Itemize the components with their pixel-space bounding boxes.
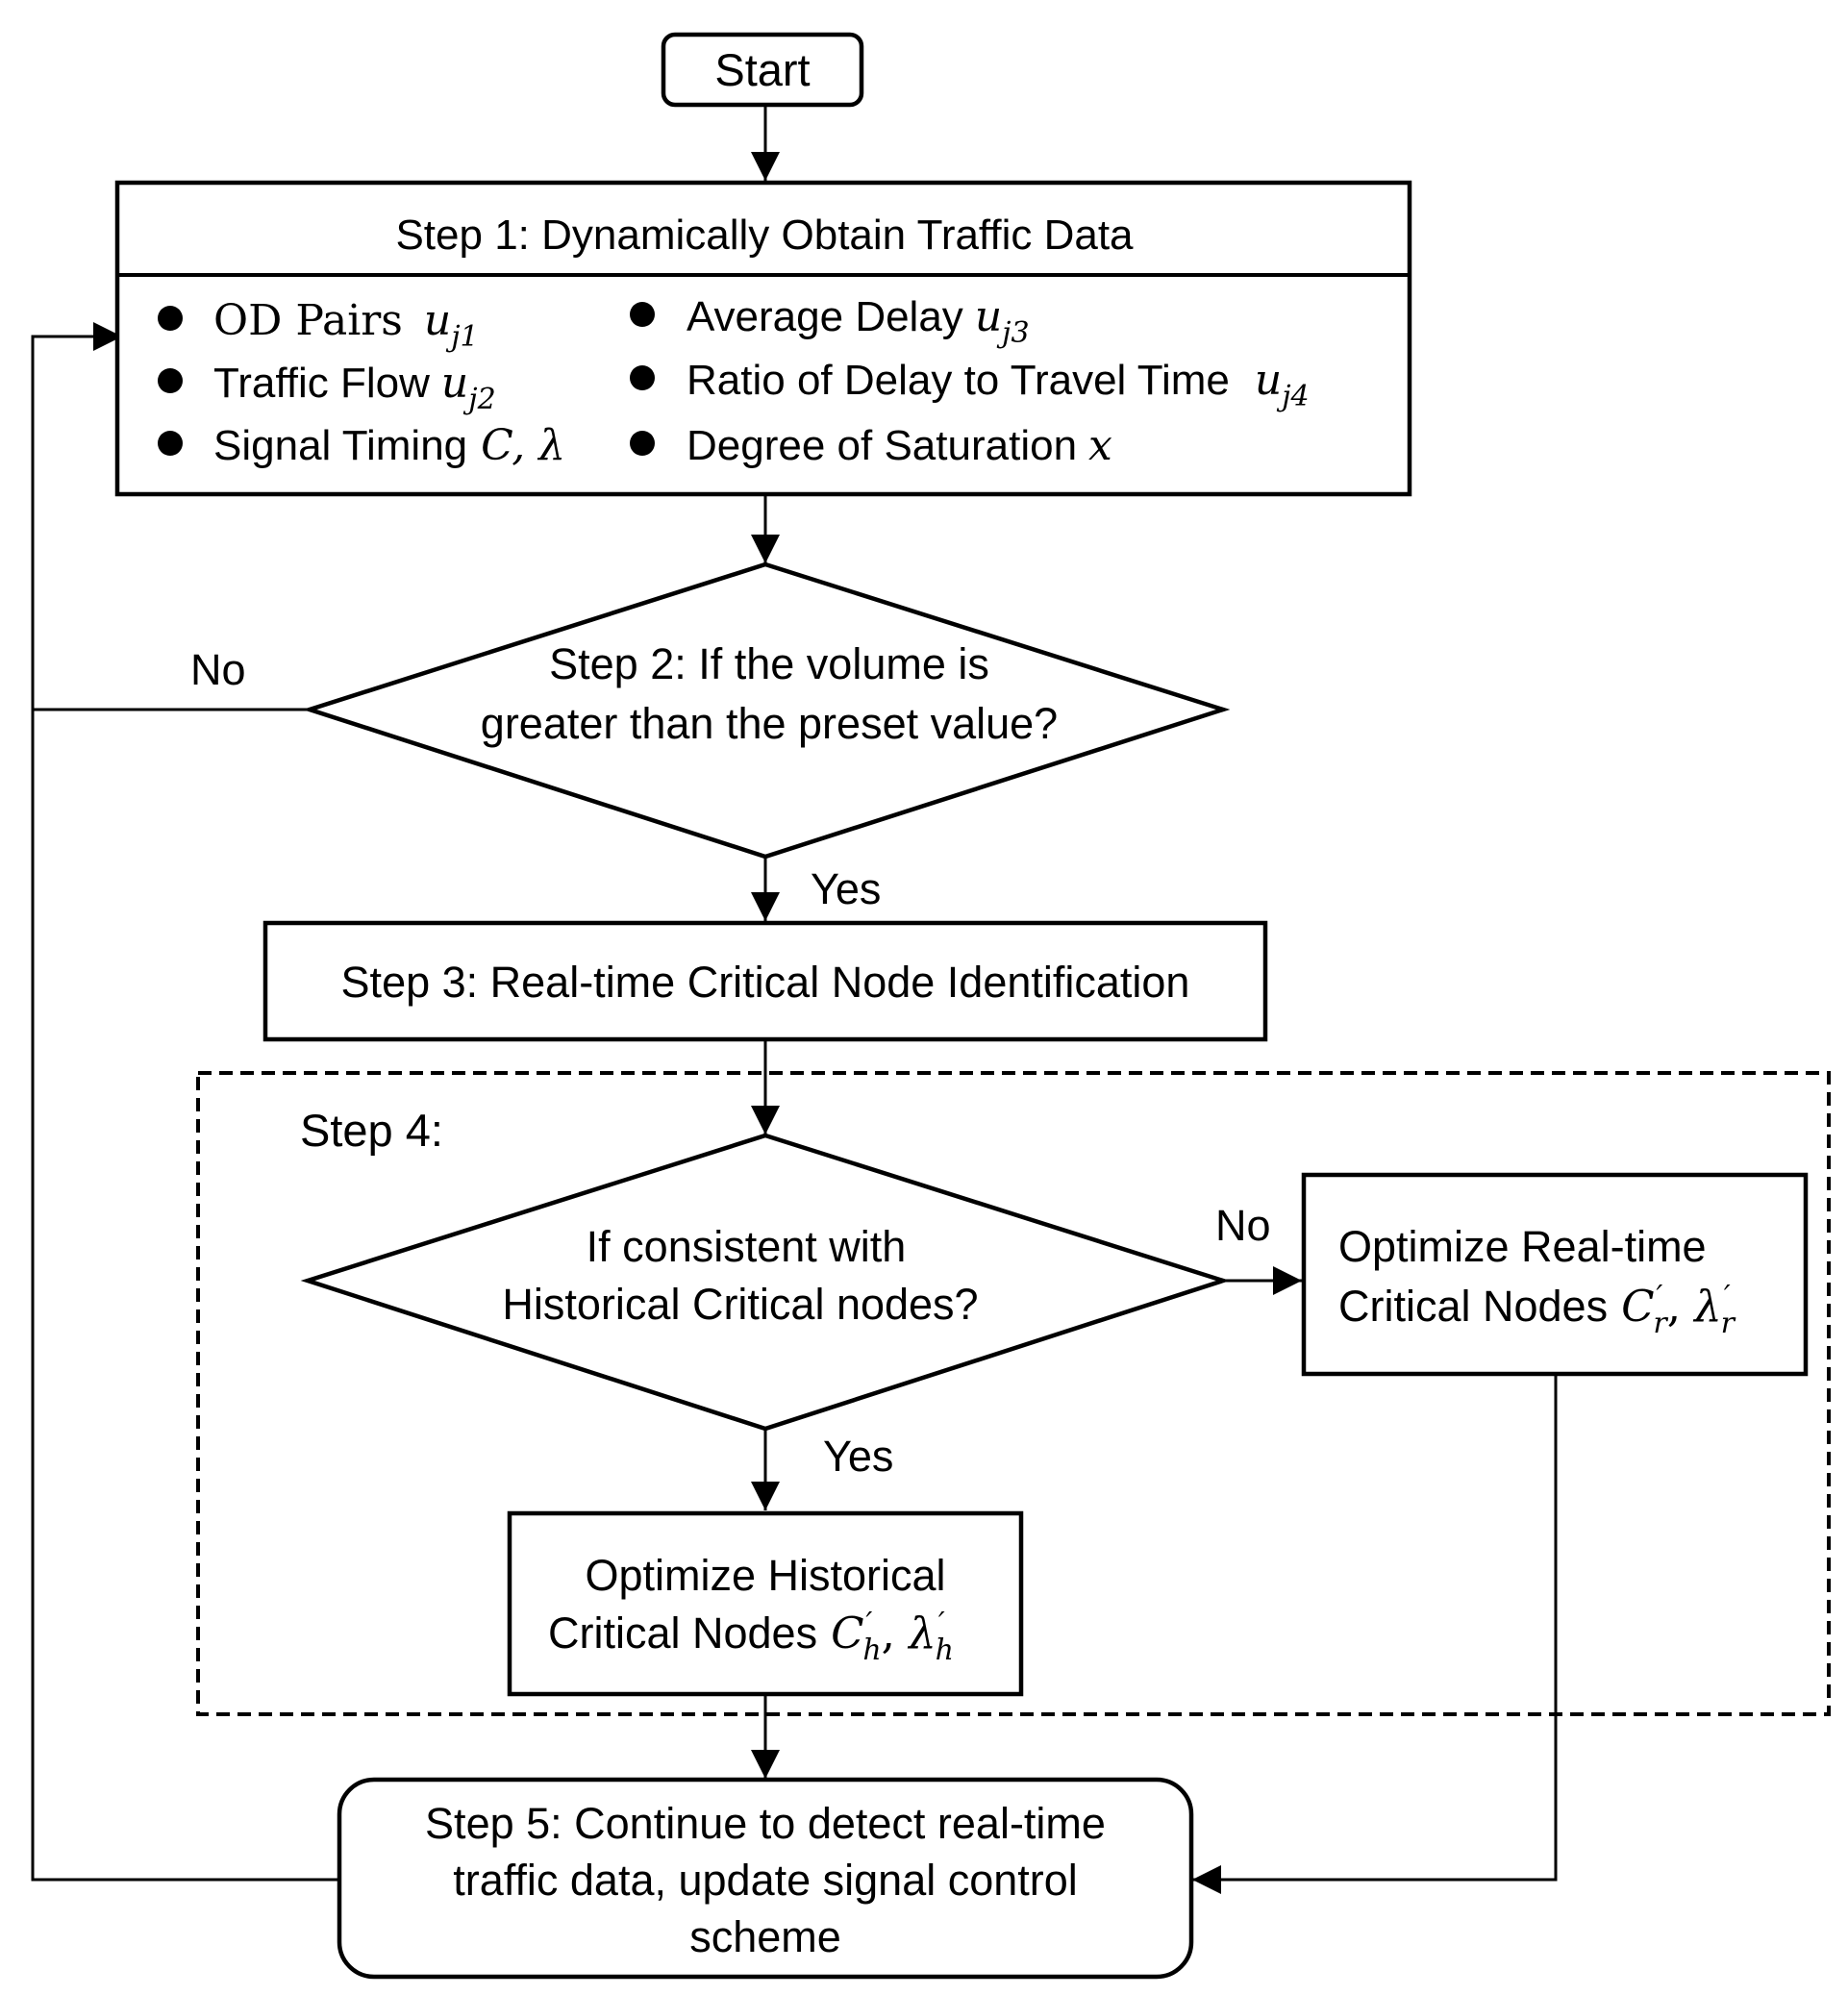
step5-box[interactable] bbox=[337, 1777, 1194, 1980]
start-node[interactable] bbox=[661, 32, 864, 108]
step4-yes-label: Yes bbox=[823, 1432, 893, 1481]
step2-text-line2: greater than the preset value? bbox=[481, 699, 1058, 748]
arrow-step2-no-loop bbox=[31, 322, 310, 711]
connectors bbox=[31, 106, 1558, 1894]
step3-box[interactable] bbox=[262, 920, 1268, 1042]
step4-no-label: No bbox=[1215, 1201, 1271, 1250]
optimize-realtime-line1: Optimize Real-time bbox=[1338, 1222, 1707, 1271]
step5-line3: scheme bbox=[689, 1912, 841, 1961]
start-label: Start bbox=[714, 44, 810, 95]
step4-decision-line2: Historical Critical nodes? bbox=[502, 1280, 978, 1329]
step4-label: Step 4: bbox=[300, 1105, 443, 1156]
bullet-icon bbox=[630, 431, 655, 456]
step1-title: Step 1: Dynamically Obtain Traffic Data bbox=[395, 212, 1134, 259]
bullet-icon bbox=[158, 431, 183, 456]
optimize-historical-line1: Optimize Historical bbox=[585, 1551, 945, 1600]
step2-no-label: No bbox=[190, 645, 246, 694]
step1-box[interactable] bbox=[114, 180, 1412, 497]
bullet-icon bbox=[158, 368, 183, 393]
step5-line2: traffic data, update signal control bbox=[453, 1856, 1078, 1905]
step4-decision-line1: If consistent with bbox=[587, 1222, 907, 1271]
bullet-icon bbox=[158, 306, 183, 331]
step4-decision[interactable] bbox=[300, 1133, 1231, 1432]
step4-container bbox=[196, 1071, 1831, 1716]
arrow-realtime-to-step5 bbox=[1192, 1375, 1558, 1894]
arrow-step5-loop bbox=[31, 710, 338, 1882]
bullet-icon bbox=[630, 302, 655, 327]
optimize-realtime-box[interactable] bbox=[1301, 1172, 1809, 1377]
step2-text-line1: Step 2: If the volume is bbox=[549, 639, 989, 688]
bullet-icon bbox=[630, 365, 655, 390]
step2-yes-label: Yes bbox=[811, 864, 881, 913]
step5-line1: Step 5: Continue to detect real-time bbox=[425, 1799, 1106, 1848]
step3-label: Step 3: Real-time Critical Node Identifi… bbox=[341, 958, 1190, 1007]
step2-decision[interactable] bbox=[302, 561, 1231, 860]
optimize-historical-box[interactable] bbox=[507, 1510, 1024, 1697]
